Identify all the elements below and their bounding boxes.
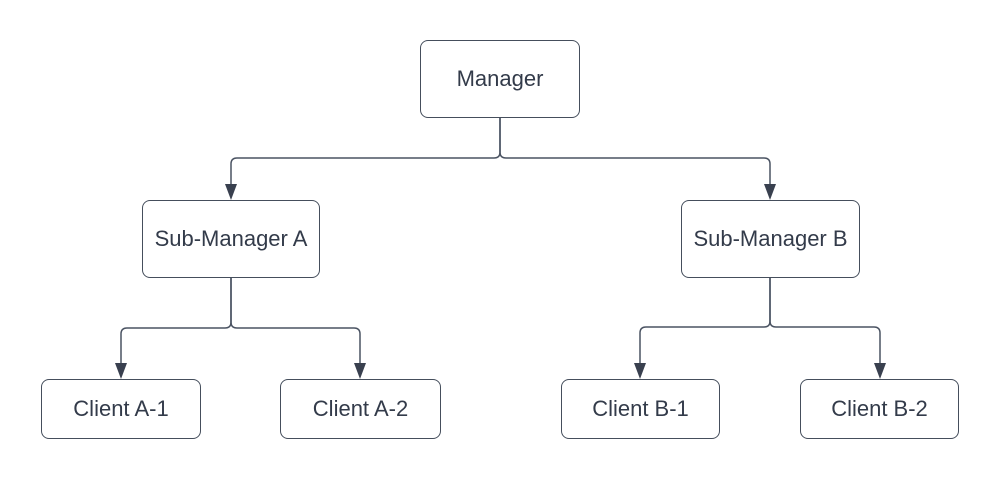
node-client-a2-label: Client A-2 [312,395,409,421]
node-client-b1: Client B-1 [561,379,720,439]
node-sub-manager-b: Sub-Manager B [681,200,860,278]
edge-sub-a-client-a1 [120,278,232,363]
node-manager: Manager [420,40,580,118]
edge-sub-a-client-a2 [230,278,361,363]
node-client-b2: Client B-2 [800,379,959,439]
node-manager-label: Manager [456,65,544,91]
arrowhead-sub-b [764,184,776,200]
node-client-b2-label: Client B-2 [831,395,928,421]
node-client-a1: Client A-1 [41,379,201,439]
edge-sub-b-client-b1 [639,278,771,363]
node-sub-manager-a: Sub-Manager A [142,200,320,278]
arrowhead-client-a1 [115,363,127,379]
edge-manager-sub-a [230,118,501,184]
arrowhead-client-a2 [354,363,366,379]
node-client-a2: Client A-2 [280,379,441,439]
node-sub-manager-b-label: Sub-Manager B [693,225,848,251]
arrowhead-client-b2 [874,363,886,379]
node-client-a1-label: Client A-1 [73,395,169,421]
arrowhead-sub-a [225,184,237,200]
node-sub-manager-a-label: Sub-Manager A [154,225,308,251]
edge-sub-b-client-b2 [769,278,881,363]
node-client-b1-label: Client B-1 [592,395,689,421]
arrowhead-client-b1 [634,363,646,379]
edge-manager-sub-b [499,118,771,184]
